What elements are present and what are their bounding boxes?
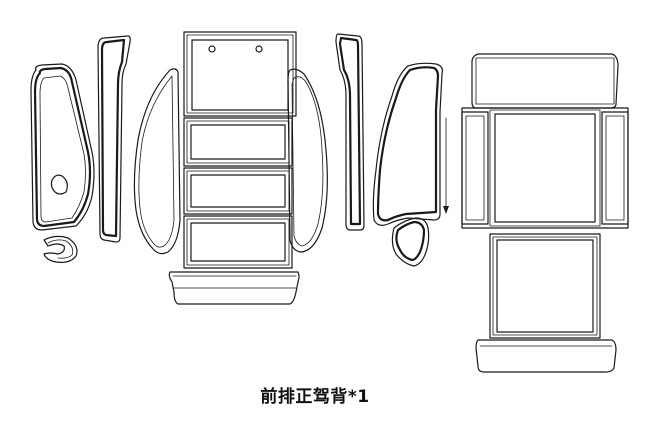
left-bottom-curved-piece: [43, 235, 78, 263]
center-bottom-band-piece: [168, 271, 300, 305]
right-right-side-strip-piece: [601, 111, 629, 225]
left-narrow-strip-piece: [97, 35, 131, 243]
left-side-bolster-piece: [30, 63, 95, 231]
right-left-side-strip-piece: [461, 111, 489, 225]
center-top-panel-piece: [183, 31, 297, 117]
center-panel-2-piece: [183, 117, 293, 167]
right-bottom-band-piece: [475, 339, 617, 373]
right-side-bolster-piece: [372, 62, 449, 226]
right-bottom-curved-piece: [391, 217, 430, 267]
right-lower-square-piece: [489, 233, 601, 339]
right-top-panel-piece: [471, 53, 619, 109]
pattern-caption: 前排正驾背*1: [260, 387, 370, 407]
right-center-square-piece: [461, 107, 629, 229]
right-narrow-strip-piece: [335, 33, 365, 231]
right-curved-bolster-piece: [287, 68, 328, 253]
center-panel-4-piece: [183, 215, 293, 269]
left-curved-bolster-piece: [133, 68, 181, 255]
center-panel-3-piece: [183, 167, 293, 215]
